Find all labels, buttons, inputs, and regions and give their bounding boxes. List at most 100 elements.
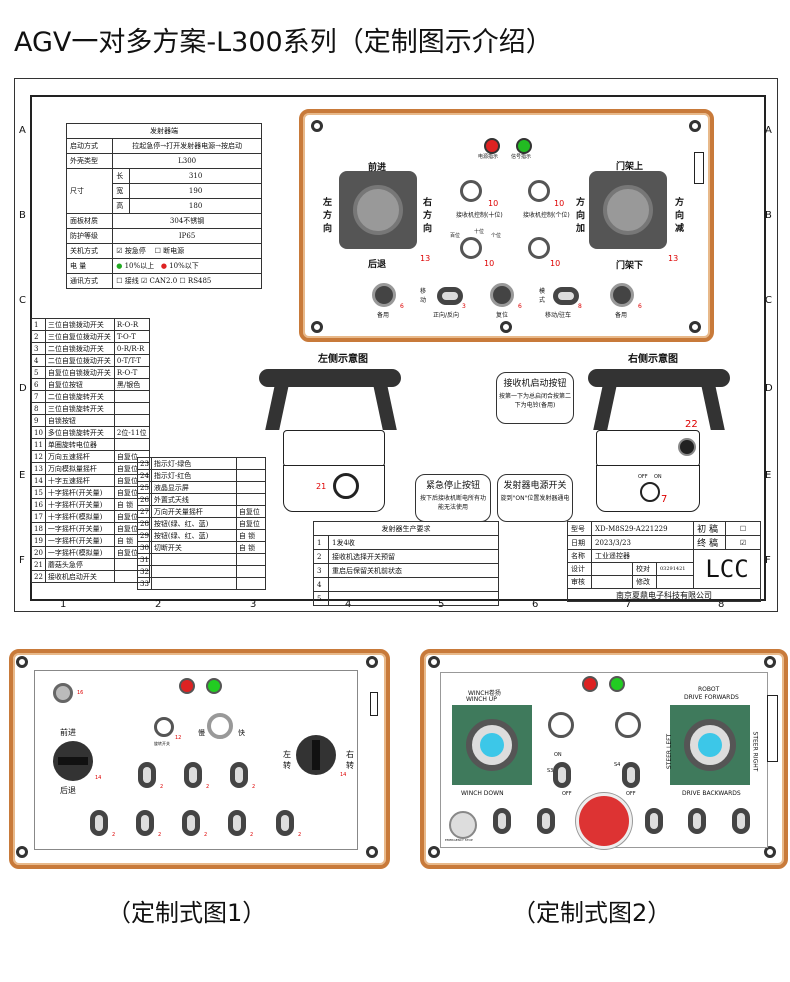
spare-button-left[interactable]: [372, 283, 396, 307]
label-slow: 慢: [198, 729, 205, 737]
toggle-switch[interactable]: [688, 808, 706, 834]
knob-label: 接收机控制(十位): [456, 212, 503, 219]
spec-value: 190: [129, 183, 262, 199]
drive-joystick[interactable]: [670, 705, 750, 785]
side-label-strip: [767, 695, 778, 762]
function-name: 多位自锁旋转开关: [44, 426, 115, 439]
toggle-switch[interactable]: [553, 762, 571, 788]
recv-callout: 接收机启动按钮 按第一下为总启闭合按第二下为电铃(备用): [496, 372, 574, 424]
info-key: 型号: [567, 521, 592, 536]
toggle-label: 移动: [420, 288, 427, 304]
label-winch-up: WINCH UP: [466, 696, 497, 703]
receiver-start-button[interactable]: [678, 438, 696, 456]
speed-knob[interactable]: [207, 713, 233, 739]
rotary-knob[interactable]: [154, 717, 174, 737]
joystick-left[interactable]: [339, 171, 417, 249]
checkbox-icon: ☐: [725, 521, 761, 536]
function-name: 十字摇杆(开关量): [44, 486, 115, 499]
table-row: 31: [137, 553, 266, 566]
function-index: 1: [31, 318, 46, 331]
label-back: 后退: [60, 786, 76, 795]
function-index: 7: [31, 390, 46, 403]
num-label: 2: [298, 832, 302, 838]
option-label: CAN2.0: [149, 277, 178, 285]
toggle-switch[interactable]: [622, 762, 640, 788]
production-index: 3: [313, 563, 329, 578]
row-letter: F: [765, 555, 771, 566]
toggle-switch[interactable]: [138, 762, 156, 788]
function-code: [235, 493, 266, 506]
toggle-switch[interactable]: [230, 762, 248, 788]
emergency-stop-icon[interactable]: [333, 473, 359, 499]
toggle-switch[interactable]: [182, 810, 200, 836]
label-mast-down: 门架下: [616, 261, 644, 271]
function-name: 自复位自锁拨动开关: [44, 366, 115, 379]
push-button-16[interactable]: [53, 683, 73, 703]
label-drive-forwards: DRIVE FORWARDS: [684, 694, 739, 701]
spare-button-right[interactable]: [610, 283, 634, 307]
rotary-knob-ones[interactable]: [528, 180, 550, 202]
toggle-switch[interactable]: [537, 808, 555, 834]
knob-pos-label: 十位: [474, 229, 485, 235]
toggle-direction[interactable]: [437, 287, 463, 305]
lamp-label: 信号指示: [511, 154, 532, 160]
label-mast-up: 门架上: [616, 162, 644, 172]
num-label: 13: [420, 254, 431, 263]
function-code: [113, 390, 150, 403]
toggle-switch[interactable]: [228, 810, 246, 836]
function-index: 4: [31, 354, 46, 367]
page-title: AGV一对多方案-L300系列（定制图示介绍）: [14, 27, 553, 58]
joystick-right[interactable]: [589, 171, 667, 249]
function-code: R-O-T: [113, 366, 150, 379]
function-index: 19: [31, 534, 46, 547]
toggle-switch[interactable]: [276, 810, 294, 836]
spec-subkey: 长: [112, 168, 131, 184]
rotary-knob[interactable]: [615, 712, 641, 738]
handle-right: [588, 369, 730, 387]
function-code: 0-R/R-R: [113, 342, 150, 355]
screw-icon: [428, 656, 440, 668]
toggle-switch[interactable]: [90, 810, 108, 836]
toggle-switch[interactable]: [184, 762, 202, 788]
winch-joystick[interactable]: [452, 705, 532, 785]
num-label: 10: [554, 199, 565, 208]
toggle-switch[interactable]: [645, 808, 663, 834]
function-name: 三位自锁拨动开关: [44, 318, 115, 331]
function-name: 万向开关量摇杆: [150, 505, 237, 518]
reset-button[interactable]: [490, 283, 514, 307]
red-indicator-lamp: [582, 676, 598, 692]
function-code: [235, 457, 266, 470]
function-index: 20: [31, 546, 46, 559]
toggle-switch[interactable]: [732, 808, 750, 834]
rotary-knob[interactable]: [548, 712, 574, 738]
function-index: 14: [31, 474, 46, 487]
toggle-mode[interactable]: [553, 287, 579, 305]
info-value: 03291421: [655, 562, 695, 576]
num-label: 3: [462, 303, 466, 310]
row-letter: F: [19, 555, 25, 566]
green-indicator-lamp: [609, 676, 625, 692]
production-text: 接收机选择开关预留: [328, 549, 499, 564]
function-name: 十字摇杆(开关量): [44, 498, 115, 511]
switch-pos-label: OFF: [638, 474, 648, 480]
toggle-switch[interactable]: [493, 808, 511, 834]
rotary-knob-tens[interactable]: [460, 180, 482, 202]
emergency-stop-icon[interactable]: [576, 793, 632, 849]
table-row: 32: [137, 565, 266, 578]
switch-label: S4: [614, 762, 621, 768]
row-letter: D: [19, 383, 27, 394]
toggle-switch[interactable]: [136, 810, 154, 836]
function-index: 33: [137, 577, 152, 590]
push-button[interactable]: [449, 811, 477, 839]
rotary-knob-4[interactable]: [528, 237, 550, 259]
rotary-knob-hundreds[interactable]: [460, 237, 482, 259]
button-label: EMERGENCY STOP: [445, 838, 473, 842]
power-key-switch[interactable]: [640, 482, 660, 502]
